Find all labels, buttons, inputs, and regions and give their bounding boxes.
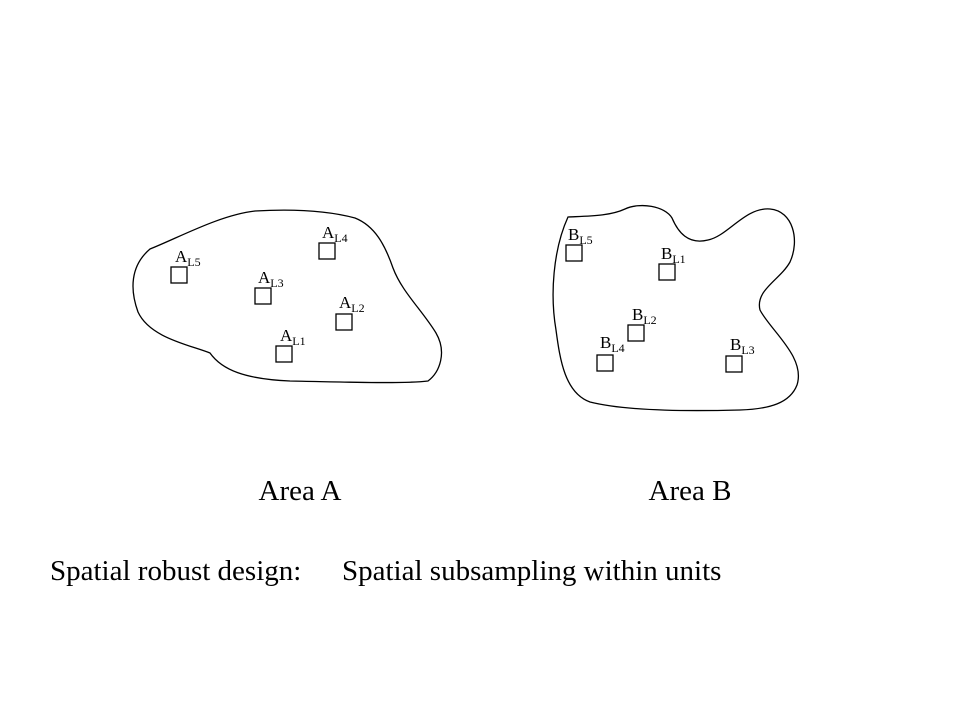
plot-subscript: L5 (187, 255, 200, 269)
svg-text:BL2: BL2 (632, 305, 657, 327)
plot-square (335, 313, 353, 331)
plot-b-l1: BL1 (658, 244, 686, 281)
plot-subscript: L5 (579, 233, 592, 247)
plot-square (318, 242, 336, 260)
svg-text:AL2: AL2 (339, 293, 365, 315)
plot-b-l5: BL5 (565, 225, 593, 262)
svg-text:AL3: AL3 (258, 268, 284, 290)
plot-a-l1: AL1 (275, 326, 306, 363)
plot-subscript: L1 (292, 334, 305, 348)
plot-subscript: L2 (351, 301, 364, 315)
plot-subscript: L4 (611, 341, 624, 355)
area-b-boundary (552, 204, 800, 412)
plot-square (658, 263, 676, 281)
plot-square (254, 287, 272, 305)
plot-subscript: L1 (672, 252, 685, 266)
plot-subscript: L3 (741, 343, 754, 357)
plot-subscript: L4 (334, 231, 347, 245)
plot-a-l5: AL5 (170, 247, 201, 284)
plot-square (596, 354, 614, 372)
plot-square (170, 266, 188, 284)
plot-b-l4: BL4 (596, 333, 625, 372)
svg-text:BL4: BL4 (600, 333, 625, 355)
svg-text:BL1: BL1 (661, 244, 686, 266)
svg-text:BL5: BL5 (568, 225, 593, 247)
plot-a-l3: AL3 (254, 268, 284, 305)
plot-letter: B (568, 225, 579, 244)
plot-square (627, 324, 645, 342)
plot-letter: A (175, 247, 188, 266)
svg-text:AL1: AL1 (280, 326, 306, 348)
plot-subscript: L3 (270, 276, 283, 290)
plot-square (725, 355, 743, 373)
plot-letter: A (280, 326, 293, 345)
plot-b-l3: BL3 (725, 335, 755, 373)
plot-letter: B (600, 333, 611, 352)
plot-a-l4: AL4 (318, 223, 348, 260)
plot-letter: B (632, 305, 643, 324)
plot-letter: B (730, 335, 741, 354)
plot-b-l2: BL2 (627, 305, 657, 342)
plot-a-l2: AL2 (335, 293, 365, 331)
svg-text:AL5: AL5 (175, 247, 201, 269)
area-a-title: Area A (259, 475, 342, 507)
plot-subscript: L2 (643, 313, 656, 327)
area-b-title: Area B (649, 475, 732, 507)
plot-letter: A (322, 223, 335, 242)
caption-label: Spatial robust design: (50, 555, 301, 587)
area-a-boundary (132, 209, 443, 384)
plot-square (565, 244, 583, 262)
plot-square (275, 345, 293, 363)
plot-letter: A (258, 268, 271, 287)
plot-letter: A (339, 293, 352, 312)
caption-description: Spatial subsampling within units (342, 555, 721, 587)
plot-letter: B (661, 244, 672, 263)
svg-text:BL3: BL3 (730, 335, 755, 357)
svg-text:AL4: AL4 (322, 223, 348, 245)
